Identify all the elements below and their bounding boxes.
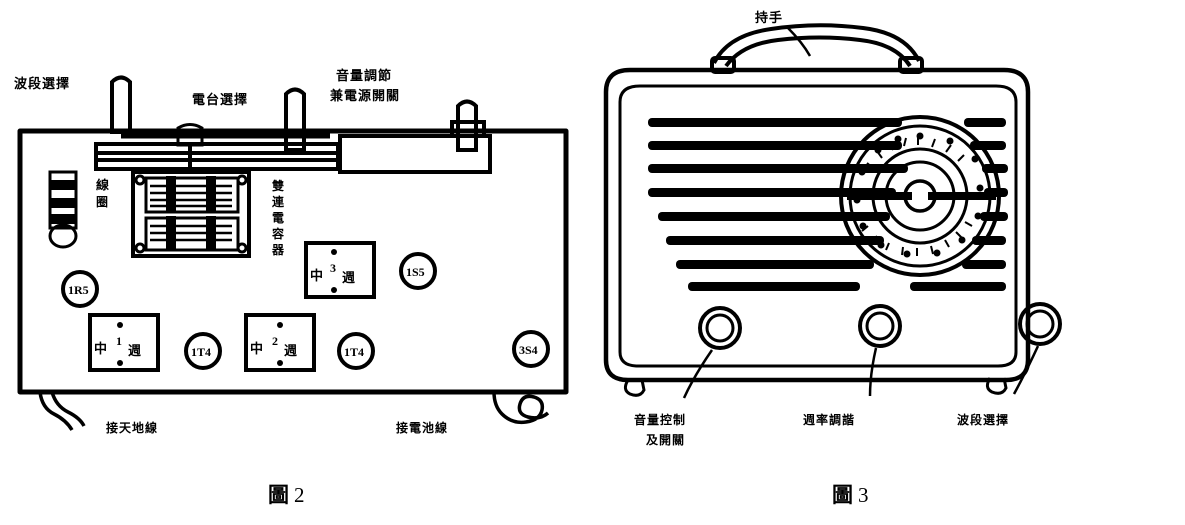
svg-text:1: 1 xyxy=(116,334,122,348)
figure-2-caption-number: 2 xyxy=(294,483,305,507)
tube-socket-3S4: 3S4 xyxy=(512,330,550,368)
callout-antenna-ground-label: 接天地線 xyxy=(106,420,158,435)
tube-socket-1S5: 1S5 xyxy=(399,252,437,290)
callout-tuning-label: 週率調諧 xyxy=(803,412,855,427)
tube-label-1S5: 1S5 xyxy=(406,265,425,279)
antenna-ground-lead xyxy=(38,391,86,431)
figure-2-drawing: 波段選擇 電台選擇 音量調節 兼電源開關 xyxy=(14,68,569,507)
figure-3-drawing: 持手 xyxy=(603,10,1062,507)
callout-handle-label: 持手 xyxy=(755,10,783,26)
if-transformer-1: 中 1 週 xyxy=(88,313,160,372)
figure-3-radio-front: 持手 xyxy=(592,0,1185,525)
callout-volume-label-line1: 音量控制 xyxy=(634,412,686,427)
svg-text:器: 器 xyxy=(271,243,285,257)
callout-station-select-label: 電台選擇 xyxy=(192,92,248,108)
svg-text:週: 週 xyxy=(128,344,141,359)
knob-leader-lines xyxy=(682,345,1040,399)
if-transformer-2: 中 2 週 xyxy=(244,313,316,372)
svg-text:中: 中 xyxy=(310,268,323,284)
dial-scale-engraving xyxy=(861,137,973,256)
svg-text:連: 連 xyxy=(272,194,285,209)
callout-band-select-label: 波段選擇 xyxy=(14,76,70,92)
figure-2-caption-label: 圖 xyxy=(268,483,289,507)
svg-text:週: 週 xyxy=(284,344,297,359)
speaker-grille xyxy=(648,118,908,291)
callout-volume-label-line2: 兼電源開關 xyxy=(330,88,400,104)
callout-coil-label-char2: 圈 xyxy=(96,194,108,209)
tube-socket-1R5: 1R5 xyxy=(61,270,99,308)
knob-band-select[interactable] xyxy=(1018,302,1062,346)
figure-3-caption-number: 3 xyxy=(858,483,869,507)
tube-socket-1T4-b: 1T4 xyxy=(337,332,375,370)
band-select-shaft xyxy=(110,75,132,134)
tube-label-1T4-a: 1T4 xyxy=(191,345,211,359)
knob-volume[interactable] xyxy=(698,306,742,350)
svg-text:雙: 雙 xyxy=(272,178,284,193)
dial-tick-marks xyxy=(853,132,984,258)
tuning-capacitor xyxy=(131,123,251,258)
svg-text:2: 2 xyxy=(272,334,278,348)
battery-lead xyxy=(492,391,550,425)
callout-band-select-label: 波段選擇 xyxy=(957,412,1009,427)
svg-text:中: 中 xyxy=(250,341,263,357)
if-transformer-3: 中 3 週 xyxy=(304,241,376,299)
callout-battery-lead-label: 接電池線 xyxy=(396,420,448,435)
tube-label-1T4-b: 1T4 xyxy=(344,345,364,359)
svg-text:容: 容 xyxy=(271,226,284,241)
station-select-shaft xyxy=(284,87,306,152)
radio-cabinet xyxy=(603,67,1031,383)
figure-3-caption-label: 圖 xyxy=(832,483,853,507)
antenna-coil xyxy=(48,170,78,249)
tube-label-1R5: 1R5 xyxy=(68,283,89,297)
volume-shaft xyxy=(450,99,486,152)
svg-text:電: 電 xyxy=(272,211,284,225)
callout-coil-label-char1: 線 xyxy=(96,177,109,192)
callout-volume-label-line1: 音量調節 xyxy=(336,68,392,84)
chassis-outline xyxy=(17,128,569,395)
cabinet-feet xyxy=(623,377,1008,397)
callout-volume-label-line2: 及開關 xyxy=(646,433,685,447)
knob-tuning[interactable] xyxy=(858,304,902,348)
tube-socket-1T4-a: 1T4 xyxy=(184,332,222,370)
svg-text:中: 中 xyxy=(94,341,107,357)
tuning-dial[interactable] xyxy=(839,115,1001,277)
svg-text:週: 週 xyxy=(342,271,355,286)
dial-drive-bar xyxy=(94,142,340,171)
svg-text:3: 3 xyxy=(330,261,336,275)
figure-2-chassis-layout: 波段選擇 電台選擇 音量調節 兼電源開關 xyxy=(0,0,592,525)
volume-pot-plate xyxy=(338,134,492,174)
callout-tuning-cap-label: 雙 連 電 容 器 xyxy=(271,178,285,257)
carry-handle xyxy=(710,23,924,74)
callout-handle-leader xyxy=(787,27,812,57)
tube-label-3S4: 3S4 xyxy=(519,343,538,357)
